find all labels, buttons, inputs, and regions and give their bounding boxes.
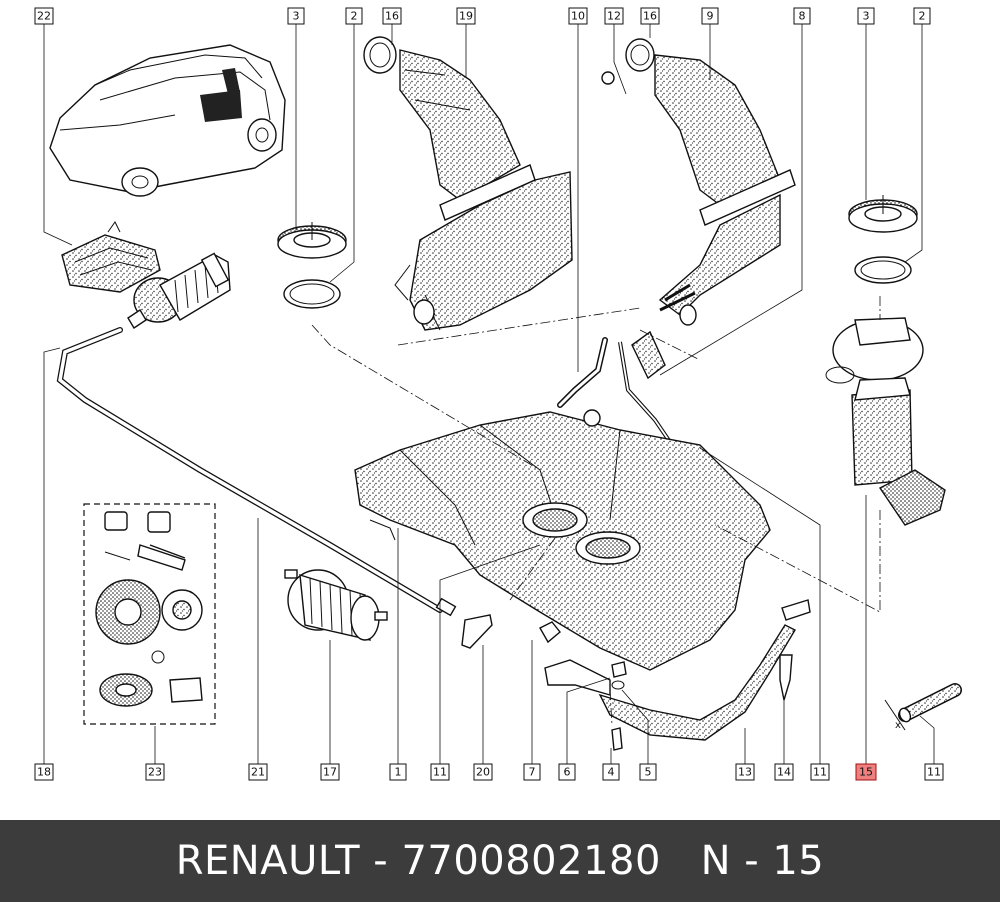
dimension-label: x xyxy=(895,720,901,731)
callout-label: 11 xyxy=(927,766,941,779)
small-fasteners xyxy=(149,544,793,751)
assembly-lines xyxy=(311,296,881,726)
part-number-banner: RENAULT - 7700802180 N - 15 xyxy=(0,820,1000,902)
callout-top-22: 22 xyxy=(34,7,54,25)
filler-neck-left-part-19 xyxy=(363,36,573,331)
callout-top-10: 10 xyxy=(568,7,588,25)
callout-top-8: 8 xyxy=(793,7,811,25)
callout-bottom-18: 18 xyxy=(34,763,54,781)
callout-label: 18 xyxy=(37,766,51,779)
callout-label: 3 xyxy=(293,10,300,23)
leader-lines xyxy=(43,24,935,764)
callout-top-3b: 3 xyxy=(857,7,875,25)
callout-bottom-1: 1 xyxy=(389,763,407,781)
callout-label: 1 xyxy=(395,766,402,779)
callout-label: 2 xyxy=(351,10,358,23)
callout-label: 9 xyxy=(707,10,714,23)
callout-label: 8 xyxy=(799,10,806,23)
callout-top-16b: 16 xyxy=(640,7,660,25)
tube-part-11: x xyxy=(884,683,962,731)
heat-shield-part-22 xyxy=(61,221,161,293)
car-illustration xyxy=(49,44,286,197)
callout-bottom-23: 23 xyxy=(145,763,165,781)
callout-label: 3 xyxy=(863,10,870,23)
fuel-line-part-21 xyxy=(56,327,457,617)
callout-bottom-15-highlighted: 15 xyxy=(855,763,877,781)
callout-label: 21 xyxy=(251,766,265,779)
callout-bottom-21: 21 xyxy=(248,763,268,781)
callout-label: 12 xyxy=(607,10,621,23)
callout-bottom-5: 5 xyxy=(639,763,657,781)
callout-top-2a: 2 xyxy=(345,7,363,25)
repair-kit-part-23 xyxy=(83,503,216,725)
fuel-pump-module-part-15 xyxy=(825,317,946,526)
filler-neck-right-part-9 xyxy=(601,38,796,326)
callout-label: 23 xyxy=(148,766,162,779)
callout-bottom-11c: 11 xyxy=(924,763,944,781)
seals-left-part-3-2 xyxy=(277,222,347,309)
callout-label: 16 xyxy=(385,10,399,23)
callout-top-2b: 2 xyxy=(913,7,931,25)
callout-label: 11 xyxy=(813,766,827,779)
callout-top-9: 9 xyxy=(701,7,719,25)
callout-label: 11 xyxy=(433,766,447,779)
callout-top-16a: 16 xyxy=(382,7,402,25)
seals-right-part-3-2 xyxy=(848,195,918,284)
callout-bottom-20: 20 xyxy=(473,763,493,781)
callout-label: 20 xyxy=(476,766,490,779)
callout-label: 22 xyxy=(37,10,51,23)
callout-label: 14 xyxy=(777,766,791,779)
callout-label: 5 xyxy=(645,766,652,779)
callout-label: 6 xyxy=(564,766,571,779)
callout-label: 16 xyxy=(643,10,657,23)
callout-label: 10 xyxy=(571,10,585,23)
callout-bottom-17: 17 xyxy=(320,763,340,781)
callout-bottom-14: 14 xyxy=(774,763,794,781)
callout-label: 7 xyxy=(529,766,536,779)
callout-label: 19 xyxy=(459,10,473,23)
callout-bottom-7: 7 xyxy=(523,763,541,781)
callout-top-3a: 3 xyxy=(287,7,305,25)
callout-label: 15 xyxy=(859,766,873,779)
callout-bottom-4: 4 xyxy=(602,763,620,781)
callout-label: 2 xyxy=(919,10,926,23)
pump-assembly-part-18 xyxy=(127,252,231,329)
fuel-filter-part-17 xyxy=(284,569,388,641)
callout-label: 13 xyxy=(738,766,752,779)
callout-label: 4 xyxy=(608,766,615,779)
callout-bottom-6: 6 xyxy=(558,763,576,781)
callout-top-12: 12 xyxy=(604,7,624,25)
fuel-system-exploded-diagram: x xyxy=(34,7,962,781)
callout-bottom-11b: 11 xyxy=(810,763,830,781)
callout-bottom-13: 13 xyxy=(735,763,755,781)
callout-bottom-11a: 11 xyxy=(430,763,450,781)
callout-top-19: 19 xyxy=(456,7,476,25)
fuel-tank-part-1 xyxy=(354,409,771,671)
callout-label: 17 xyxy=(323,766,337,779)
